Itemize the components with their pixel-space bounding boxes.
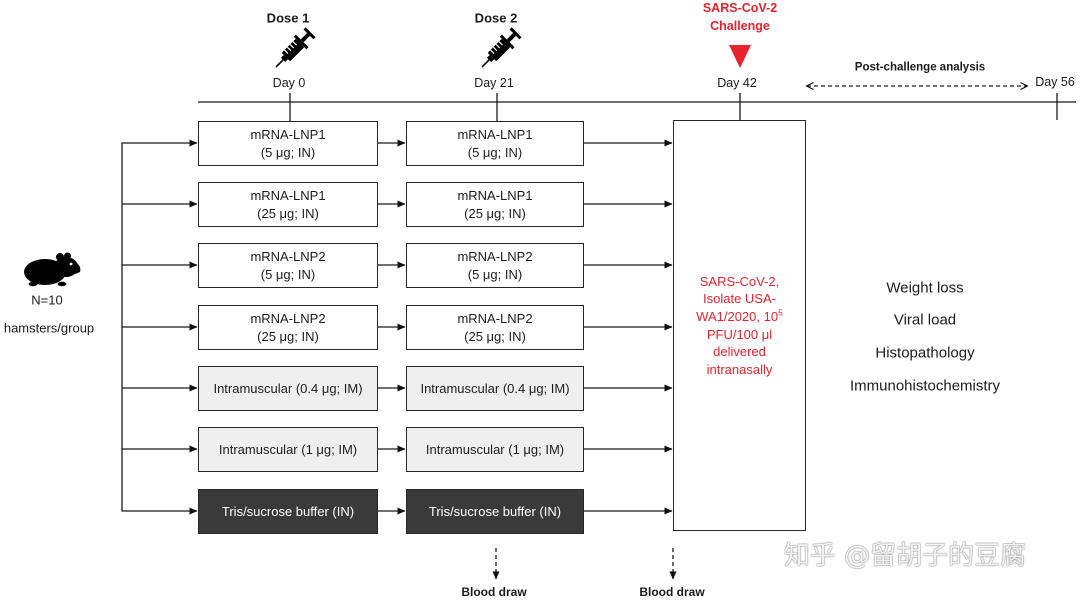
group-name: Intramuscular (1 μg; IM) bbox=[218, 441, 358, 457]
challenge-text-line: WA1/2020, 105 bbox=[696, 308, 783, 326]
group-name: Intramuscular (0.4 μg; IM) bbox=[420, 380, 570, 396]
group-5-dose-2-box: Intramuscular (0.4 μg; IM) bbox=[406, 366, 584, 411]
readout-viral-load: Viral load bbox=[893, 311, 957, 329]
group-name: mRNA-LNP2 bbox=[250, 248, 326, 264]
readout-histopathology: Histopathology bbox=[875, 344, 975, 362]
group-dose: (25 μg; IN) bbox=[257, 205, 319, 221]
group-1-dose-1-box: mRNA-LNP1 (5 μg; IN) bbox=[198, 121, 378, 166]
group-name: Intramuscular (0.4 μg; IM) bbox=[213, 380, 363, 396]
hamster-icon bbox=[24, 252, 81, 287]
group-1-dose-2-box: mRNA-LNP1 (5 μg; IN) bbox=[406, 121, 584, 166]
group-dose: (5 μg; IN) bbox=[467, 144, 523, 160]
group-name: Tris/sucrose buffer (IN) bbox=[428, 503, 562, 519]
group-dose: (5 μg; IN) bbox=[260, 266, 316, 282]
day-56-label: Day 56 bbox=[1035, 74, 1075, 89]
challenge-dose-exponent: 5 bbox=[778, 307, 783, 318]
syringe-icon bbox=[275, 27, 316, 68]
challenge-text-line: PFU/100 μl bbox=[706, 326, 773, 342]
group-3-dose-1-box: mRNA-LNP2 (5 μg; IN) bbox=[198, 243, 378, 288]
blood-draw-label-day-42: Blood draw bbox=[639, 585, 705, 599]
group-dose: (25 μg; IN) bbox=[257, 328, 319, 344]
challenge-strain-text: WA1/2020, 10 bbox=[696, 308, 779, 324]
group-7-dose-1-box: Tris/sucrose buffer (IN) bbox=[198, 489, 378, 534]
dose-2-label: Dose 2 bbox=[474, 10, 518, 26]
group-name: mRNA-LNP1 bbox=[457, 187, 533, 203]
watermark: 知乎 @留胡子的豆腐 bbox=[783, 541, 1027, 571]
group-6-dose-2-box: Intramuscular (1 μg; IM) bbox=[406, 427, 584, 472]
day-42-label: Day 42 bbox=[717, 75, 757, 90]
group-dose: (25 μg; IN) bbox=[464, 328, 526, 344]
group-name: mRNA-LNP2 bbox=[457, 248, 533, 264]
challenge-text-line: delivered bbox=[713, 344, 766, 360]
group-4-dose-1-box: mRNA-LNP2 (25 μg; IN) bbox=[198, 305, 378, 350]
syringe-icon bbox=[481, 27, 522, 68]
readout-weight-loss: Weight loss bbox=[886, 279, 964, 297]
group-dose: (25 μg; IN) bbox=[464, 205, 526, 221]
group-name: mRNA-LNP1 bbox=[250, 126, 326, 142]
dose-1-label: Dose 1 bbox=[266, 10, 310, 26]
readout-immunohistochemistry: Immunohistochemistry bbox=[849, 377, 1001, 395]
group-dose: (5 μg; IN) bbox=[467, 266, 523, 282]
group-name: mRNA-LNP1 bbox=[457, 126, 533, 142]
cohort-size: N=10 bbox=[31, 292, 63, 308]
challenge-text-line: Isolate USA- bbox=[703, 291, 776, 307]
group-7-dose-2-box: Tris/sucrose buffer (IN) bbox=[406, 489, 584, 534]
group-6-dose-1-box: Intramuscular (1 μg; IM) bbox=[198, 427, 378, 472]
challenge-text-line: intranasally bbox=[706, 361, 773, 377]
post-challenge-label: Post-challenge analysis bbox=[854, 61, 986, 74]
blood-draw-label-day-21: Blood draw bbox=[461, 585, 527, 599]
group-name: Tris/sucrose buffer (IN) bbox=[221, 503, 355, 519]
day-0-label: Day 0 bbox=[272, 75, 306, 90]
group-dose: (5 μg; IN) bbox=[260, 144, 316, 160]
group-name: mRNA-LNP2 bbox=[457, 310, 533, 326]
group-name: mRNA-LNP2 bbox=[250, 310, 326, 326]
challenge-box: SARS-CoV-2, Isolate USA- WA1/2020, 105 P… bbox=[673, 120, 806, 531]
day-21-label: Day 21 bbox=[474, 75, 514, 90]
group-3-dose-2-box: mRNA-LNP2 (5 μg; IN) bbox=[406, 243, 584, 288]
group-5-dose-1-box: Intramuscular (0.4 μg; IM) bbox=[198, 366, 378, 411]
down-triangle-icon bbox=[729, 45, 751, 68]
group-2-dose-2-box: mRNA-LNP1 (25 μg; IN) bbox=[406, 182, 584, 227]
group-name: Intramuscular (1 μg; IM) bbox=[425, 441, 565, 457]
group-2-dose-1-box: mRNA-LNP1 (25 μg; IN) bbox=[198, 182, 378, 227]
challenge-label-line-1: SARS-CoV-2 bbox=[702, 0, 778, 15]
group-4-dose-2-box: mRNA-LNP2 (25 μg; IN) bbox=[406, 305, 584, 350]
group-name: mRNA-LNP1 bbox=[250, 187, 326, 203]
challenge-label-line-2: Challenge bbox=[710, 18, 770, 33]
cohort-unit: hamsters/group bbox=[3, 320, 95, 336]
challenge-text-line: SARS-CoV-2, bbox=[699, 273, 780, 289]
